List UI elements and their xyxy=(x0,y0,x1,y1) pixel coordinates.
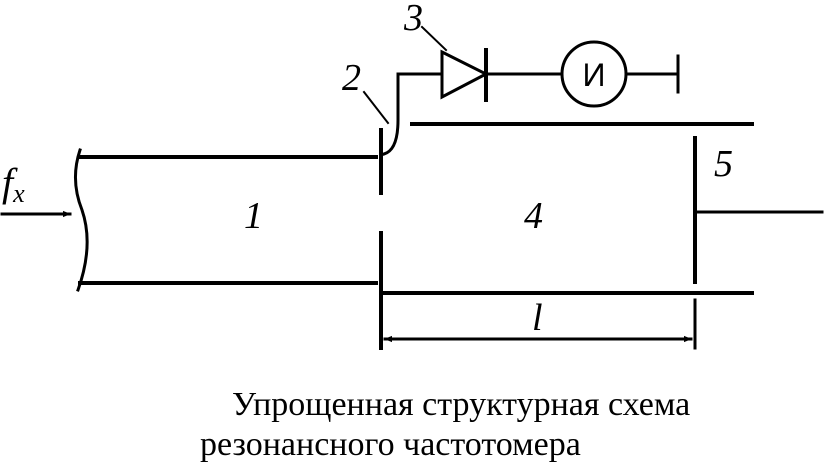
diode-label: 3 xyxy=(403,0,423,39)
diode-icon xyxy=(440,49,490,100)
input-signal-label: fx xyxy=(2,160,25,208)
caption-line-2: резонансного частотомера xyxy=(200,426,581,463)
plunger-label: 5 xyxy=(714,143,733,185)
label-2-leader xyxy=(362,90,390,125)
resonator-cavity xyxy=(379,122,754,295)
label-3-leader xyxy=(420,25,448,52)
coupling-loop-label: 2 xyxy=(342,57,361,99)
detector-circuit xyxy=(396,40,680,108)
caption-line-1: Упрощенная структурная схема xyxy=(232,386,691,423)
meter-label: И xyxy=(583,57,606,93)
input-waveguide xyxy=(74,148,378,292)
tuning-plunger xyxy=(693,136,824,350)
length-label: l xyxy=(532,297,543,339)
resonator-label: 4 xyxy=(524,195,543,237)
coupling-loop xyxy=(382,72,400,156)
waveguide-label: 1 xyxy=(244,195,263,237)
